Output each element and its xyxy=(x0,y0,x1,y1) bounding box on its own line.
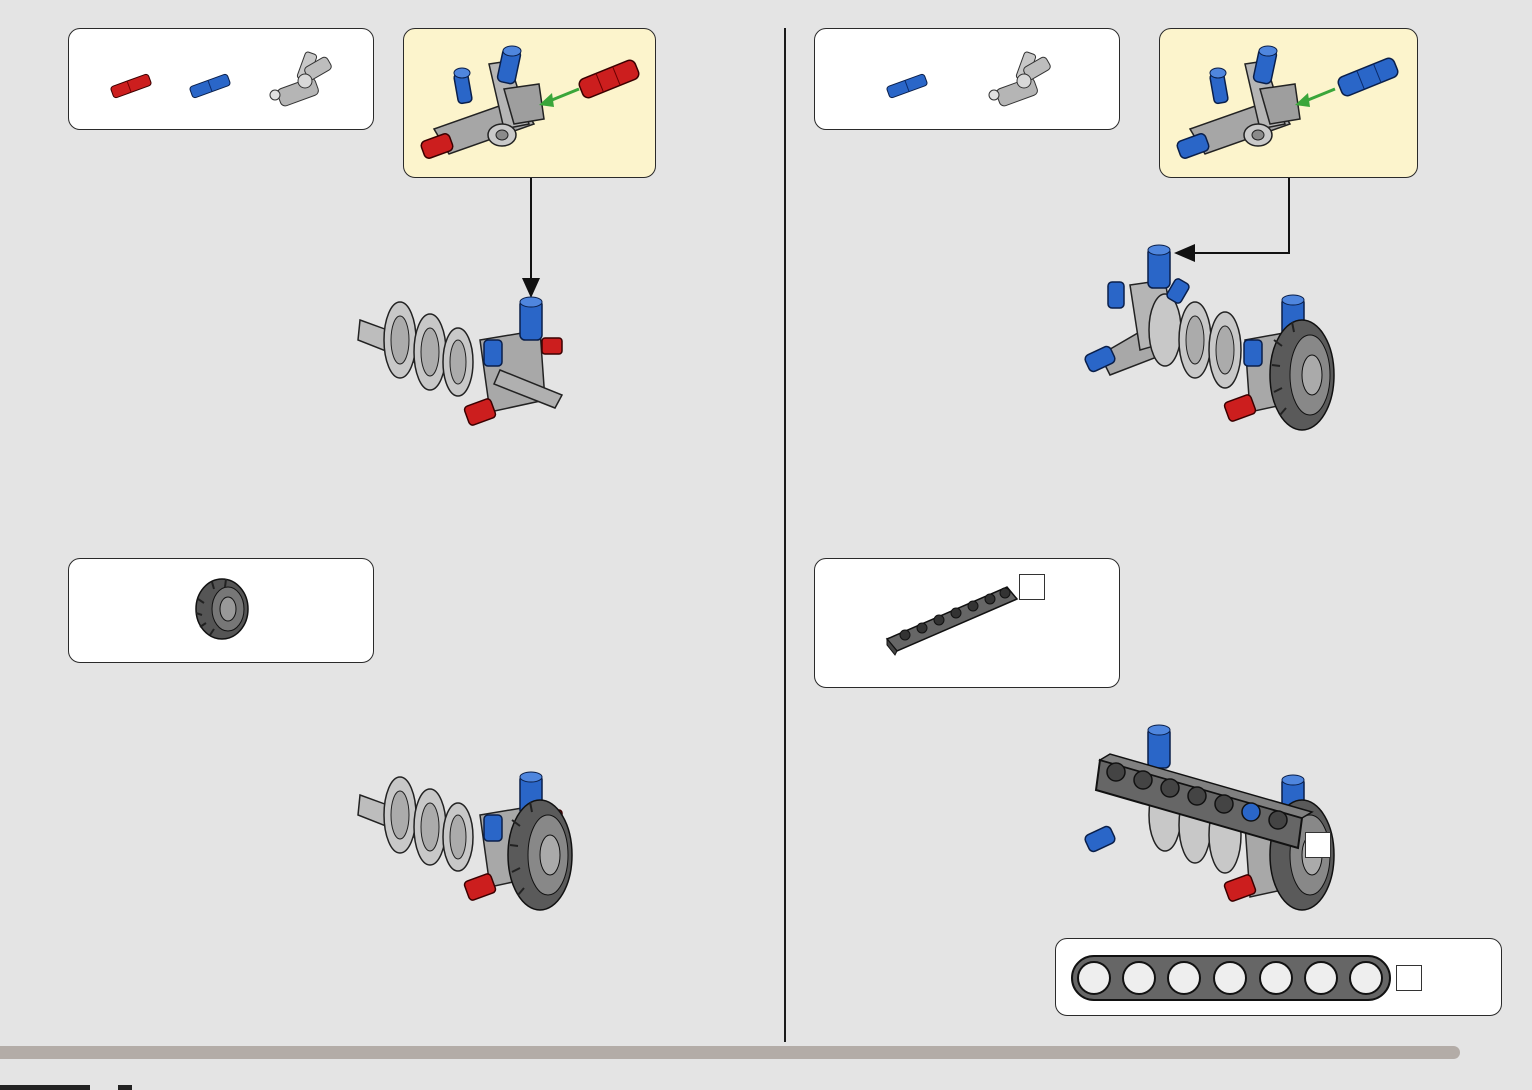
red-axle-pin-part xyxy=(110,74,152,99)
quantity-checkbox[interactable] xyxy=(1019,574,1045,600)
red-pin-to-insert xyxy=(577,58,640,99)
arrow-down-icon xyxy=(522,178,540,298)
blue-pin-top xyxy=(497,46,522,84)
green-insert-arrow-icon xyxy=(1295,89,1335,107)
subassembly-panel-step-1 xyxy=(403,28,656,178)
parts-list-step-4 xyxy=(814,558,1120,688)
beam-mounted xyxy=(1096,754,1312,848)
blue-axle-pin-part xyxy=(189,74,231,99)
page-divider xyxy=(784,28,786,1042)
footer-bar xyxy=(0,1046,1460,1059)
corner-mark-small xyxy=(118,1085,132,1090)
shock-assembly-step-4 xyxy=(1084,725,1334,910)
green-insert-arrow-icon xyxy=(539,89,579,107)
blue-pin-left xyxy=(454,68,473,104)
arrow-left-icon xyxy=(1174,178,1289,262)
blue-axle-pin-part xyxy=(886,74,928,99)
tire-mounted xyxy=(1270,320,1334,430)
red-pin-inserted xyxy=(420,132,454,159)
corner-mark-left xyxy=(0,1085,90,1090)
gray-connector-hub-part xyxy=(989,51,1052,107)
blue-pin-to-insert xyxy=(1336,56,1399,97)
blue-pin-left xyxy=(1210,68,1229,104)
shock-assembly-step-2 xyxy=(358,772,572,910)
shock-assembly-step-3 xyxy=(1084,245,1334,430)
parts-list-step-2 xyxy=(68,558,374,663)
tire-mounted xyxy=(508,800,572,910)
beam-scale-checkbox[interactable] xyxy=(1396,965,1422,991)
gray-connector-hub-part xyxy=(270,51,333,107)
blue-pin-top xyxy=(1253,46,1278,84)
subassembly-panel-step-3 xyxy=(1159,28,1418,178)
parts-list-step-1 xyxy=(68,28,374,130)
quantity-checkbox-model[interactable] xyxy=(1305,832,1331,858)
beam-scale-reference xyxy=(1055,938,1502,1016)
tire-icon xyxy=(196,579,248,639)
beam-scale-icon xyxy=(1072,956,1390,1000)
parts-list-step-3 xyxy=(814,28,1120,130)
beam-icon xyxy=(887,587,1017,655)
shock-assembly-step-1 xyxy=(358,297,562,426)
blue-pin-inserted xyxy=(1176,132,1210,159)
